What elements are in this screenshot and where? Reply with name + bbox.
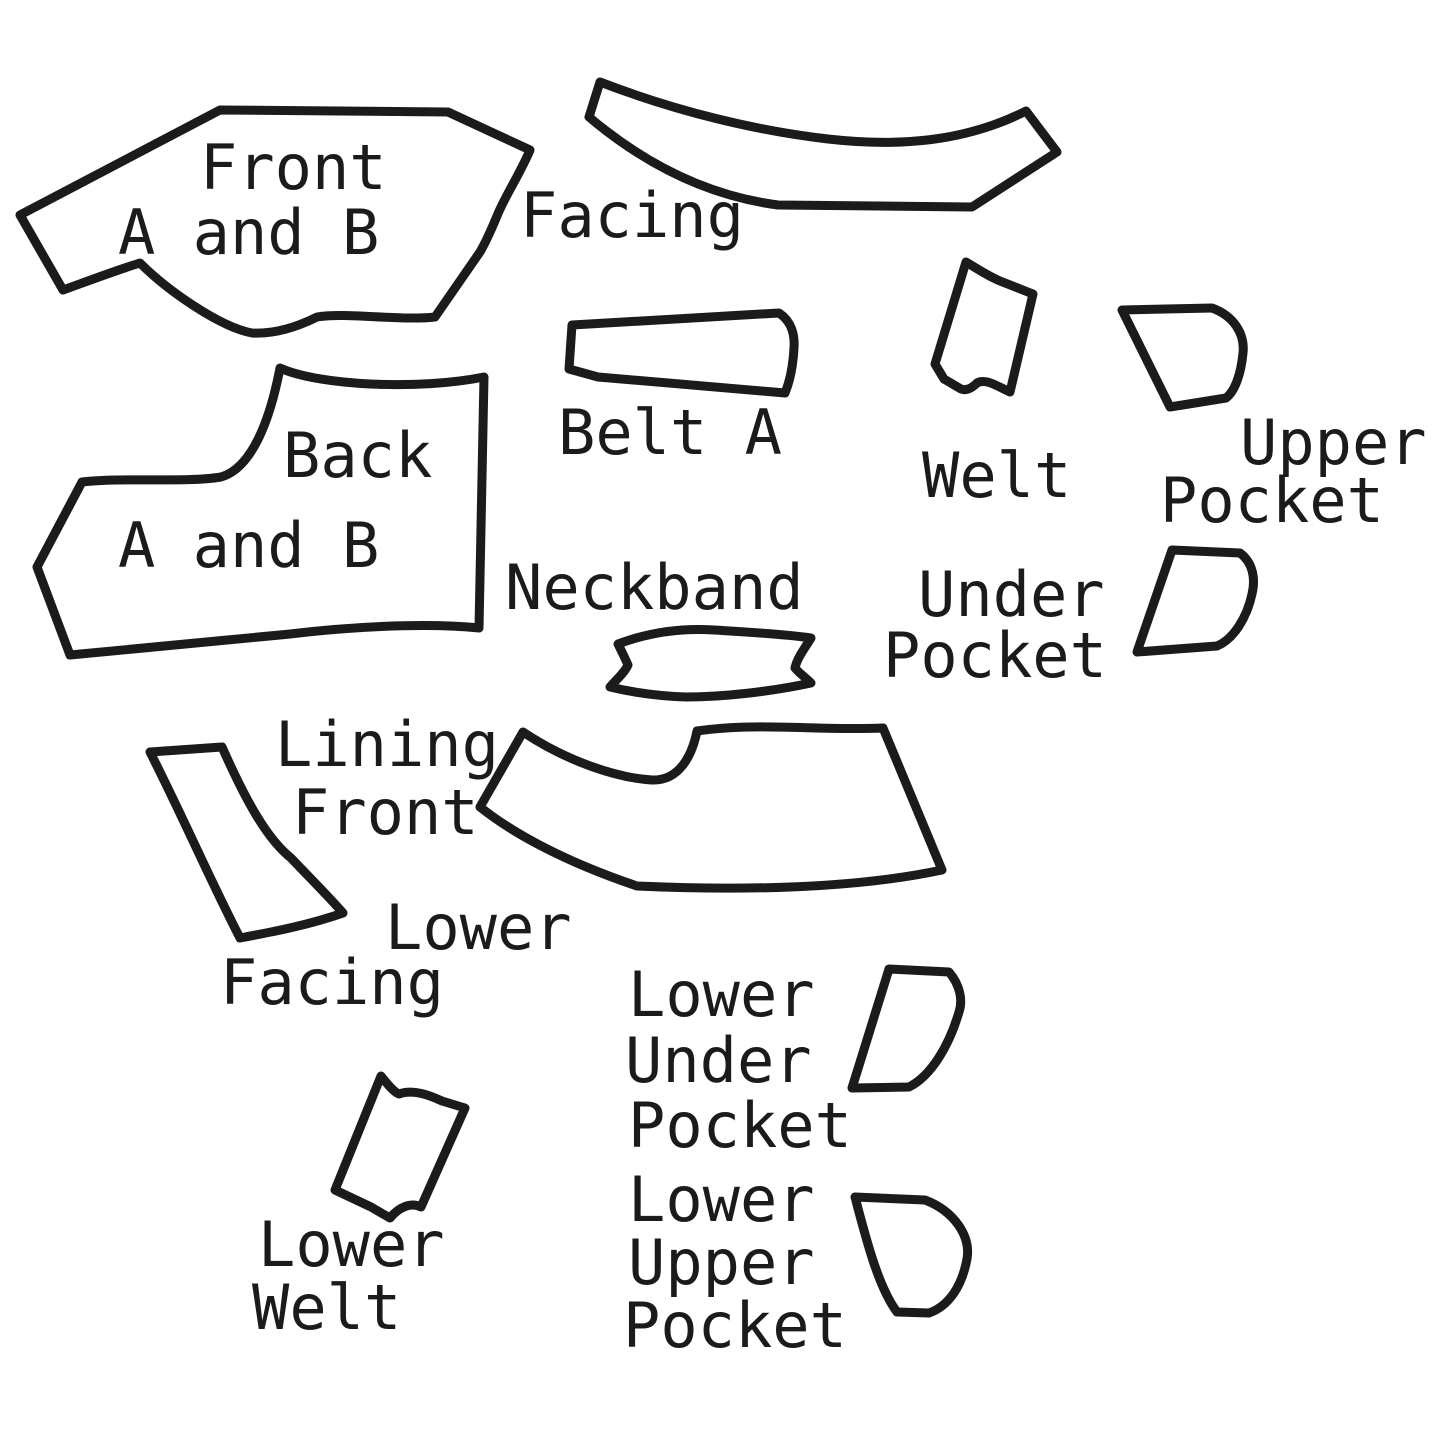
label-lower-welt-line1: Lower bbox=[258, 1208, 445, 1281]
label-lower-facing-line2: Facing bbox=[220, 946, 444, 1019]
label-lining-front-line2: Front bbox=[292, 776, 479, 849]
label-under-pocket-line1: Under bbox=[918, 558, 1105, 631]
welt-piece bbox=[930, 257, 1038, 397]
belt-a-piece bbox=[564, 308, 799, 398]
label-lower-facing-line1: Lower bbox=[385, 891, 572, 964]
lower-facing-piece bbox=[145, 742, 348, 943]
label-upper-pocket-line1: Upper bbox=[1240, 406, 1427, 479]
lower-upper-pocket-piece bbox=[850, 1192, 973, 1318]
label-under-pocket-line2: Pocket bbox=[883, 619, 1107, 692]
label-back-line1: Back bbox=[283, 419, 433, 492]
front-a-and-b-piece bbox=[15, 105, 535, 338]
label-lower-welt-line2: Welt bbox=[252, 1271, 402, 1344]
lower-welt-piece bbox=[330, 1071, 470, 1223]
label-lower-upper-pocket-line1: Lower bbox=[628, 1163, 815, 1236]
label-lower-upper-pocket-line3: Pocket bbox=[623, 1289, 847, 1362]
lining-front-piece bbox=[475, 722, 947, 893]
under-pocket-piece bbox=[1132, 545, 1258, 657]
label-lining-front-line1: Lining bbox=[275, 708, 499, 781]
label-back-line2: A and B bbox=[118, 509, 380, 582]
label-belt-a: Belt A bbox=[558, 396, 782, 469]
label-facing: Facing bbox=[520, 179, 744, 252]
neckband-piece bbox=[605, 625, 816, 702]
lower-under-pocket-piece bbox=[847, 964, 966, 1093]
label-neckband: Neckband bbox=[505, 551, 804, 624]
upper-pocket-piece bbox=[1117, 303, 1248, 412]
back-a-and-b-piece bbox=[32, 363, 489, 660]
label-lower-under-pocket-line3: Pocket bbox=[628, 1089, 852, 1162]
label-lower-under-pocket-line2: Under bbox=[625, 1024, 812, 1097]
label-lower-upper-pocket-line2: Upper bbox=[628, 1226, 815, 1299]
label-welt: Welt bbox=[922, 439, 1072, 512]
label-upper-pocket-line2: Pocket bbox=[1160, 464, 1384, 537]
label-lower-under-pocket-line1: Lower bbox=[628, 958, 815, 1031]
label-front-line2: A and B bbox=[118, 196, 380, 269]
facing-piece bbox=[584, 77, 1062, 212]
label-front-line1: Front bbox=[200, 131, 387, 204]
